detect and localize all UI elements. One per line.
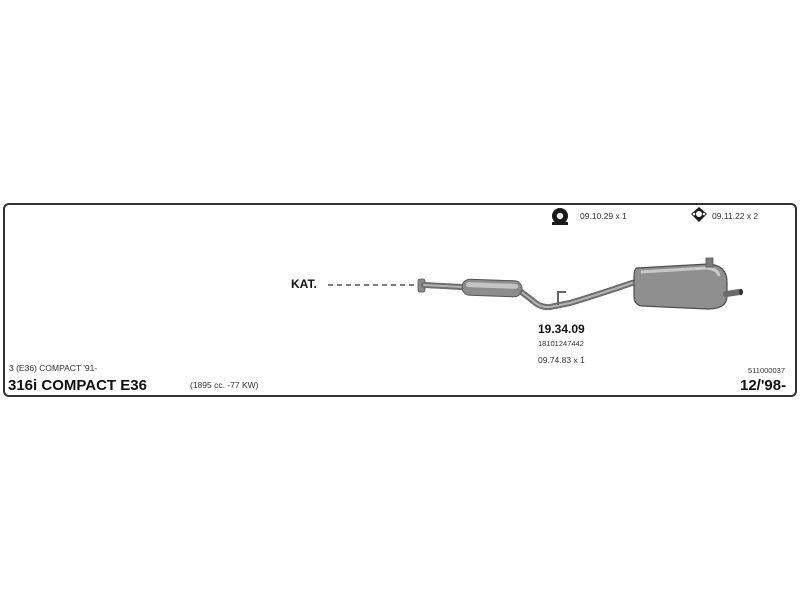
part-number: 19.34.09 — [538, 322, 585, 336]
catalog-number: 511000037 — [748, 366, 785, 375]
year-from: 12/'98- — [740, 377, 787, 394]
fitting-clamp-label: 09.74.83 x 1 — [538, 355, 585, 365]
oem-number: 18101247442 — [538, 339, 584, 348]
kat-label: KAT. — [291, 277, 317, 291]
exhaust-hanger-icon — [691, 207, 707, 222]
vehicle-series: 3 (E36) COMPACT '91- — [9, 363, 98, 373]
rubber-ring-icon — [552, 208, 568, 225]
exhaust-pipe — [417, 257, 743, 311]
fitting-ring-label: 09.10.29 x 1 — [580, 211, 627, 221]
fitting-hanger-label: 09.11.22 x 2 — [712, 211, 759, 221]
rear-silencer — [633, 257, 743, 310]
engine-spec: (1895 cc. -77 KW) — [190, 380, 259, 390]
vehicle-model: 316i COMPACT E36 — [8, 377, 147, 394]
middle-silencer — [461, 278, 523, 298]
